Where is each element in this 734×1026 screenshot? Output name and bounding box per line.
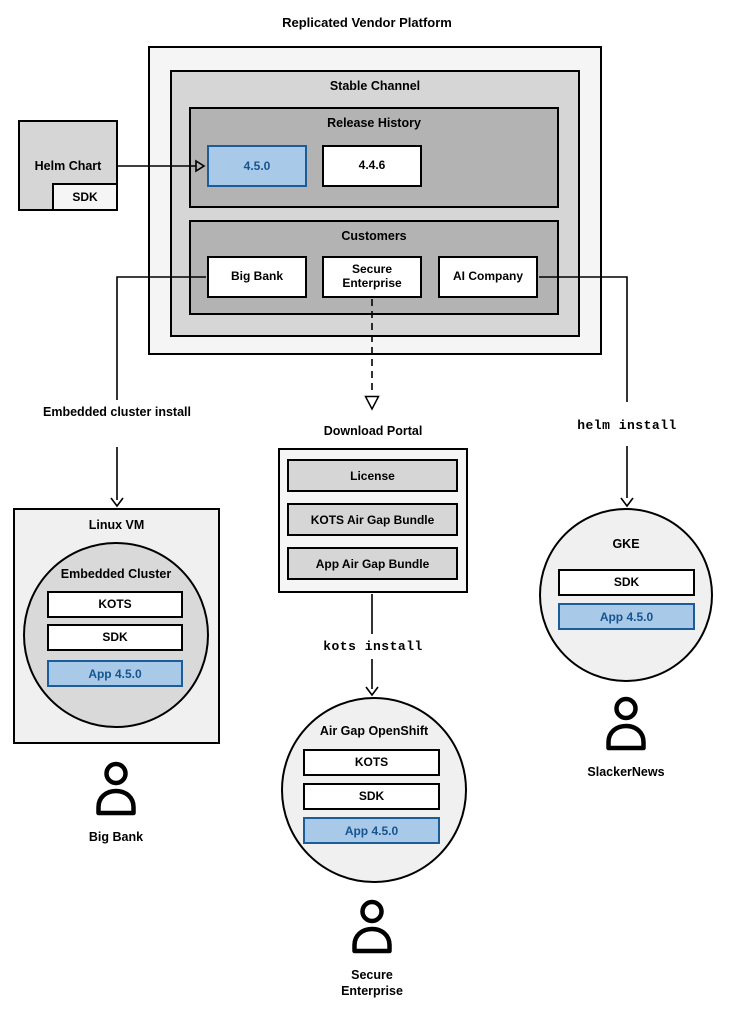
portal-license: License — [287, 459, 458, 492]
openshift-kots: KOTS — [303, 749, 440, 776]
download-portal-label: Download Portal — [323, 424, 423, 438]
openshift-sdk: SDK — [303, 783, 440, 810]
customer-secure-enterprise: Secure Enterprise — [322, 256, 422, 298]
secure-enterprise-person-icon — [348, 898, 396, 961]
release-4-5-0: 4.5.0 — [207, 145, 307, 187]
airgap-openshift-label: Air Gap OpenShift — [319, 724, 429, 738]
slackernews-persona-label: SlackerNews — [587, 765, 665, 779]
embedded-cluster-sdk: SDK — [47, 624, 183, 651]
gke-sdk: SDK — [558, 569, 695, 596]
gke-arrowhead — [620, 497, 634, 508]
kots-install-command: kots install — [323, 639, 423, 654]
stable-channel-label: Stable Channel — [329, 79, 421, 93]
customer-ai-company: AI Company — [438, 256, 538, 298]
big-bank-person-icon — [92, 760, 140, 823]
openshift-arrowhead — [365, 686, 379, 697]
slackernews-person-icon — [602, 695, 650, 758]
diagram-title: Replicated Vendor Platform — [282, 15, 452, 30]
embedded-cluster-kots: KOTS — [47, 591, 183, 618]
embedded-cluster-install-label: Embedded cluster install — [43, 405, 191, 419]
portal-kots-airgap-bundle: KOTS Air Gap Bundle — [287, 503, 458, 536]
customer-big-bank: Big Bank — [207, 256, 307, 298]
portal-app-airgap-bundle: App Air Gap Bundle — [287, 547, 458, 580]
helm-install-command: helm install — [577, 418, 677, 433]
download-portal-hollow-arrowhead — [364, 395, 380, 411]
big-bank-persona-label: Big Bank — [88, 830, 144, 844]
release-history-label: Release History — [327, 116, 421, 130]
linux-vm-label: Linux VM — [88, 518, 145, 532]
secure-enterprise-persona-label: Secure Enterprise — [341, 968, 403, 999]
openshift-app: App 4.5.0 — [303, 817, 440, 844]
release-4-4-6: 4.4.6 — [322, 145, 422, 187]
embedded-cluster-app: App 4.5.0 — [47, 660, 183, 687]
linux-vm-arrowhead — [110, 497, 124, 508]
helm-chart-sdk-box: SDK — [52, 183, 118, 211]
gke-app: App 4.5.0 — [558, 603, 695, 630]
gke-label: GKE — [612, 537, 640, 551]
customers-label: Customers — [341, 229, 407, 243]
embedded-cluster-label: Embedded Cluster — [60, 567, 172, 581]
